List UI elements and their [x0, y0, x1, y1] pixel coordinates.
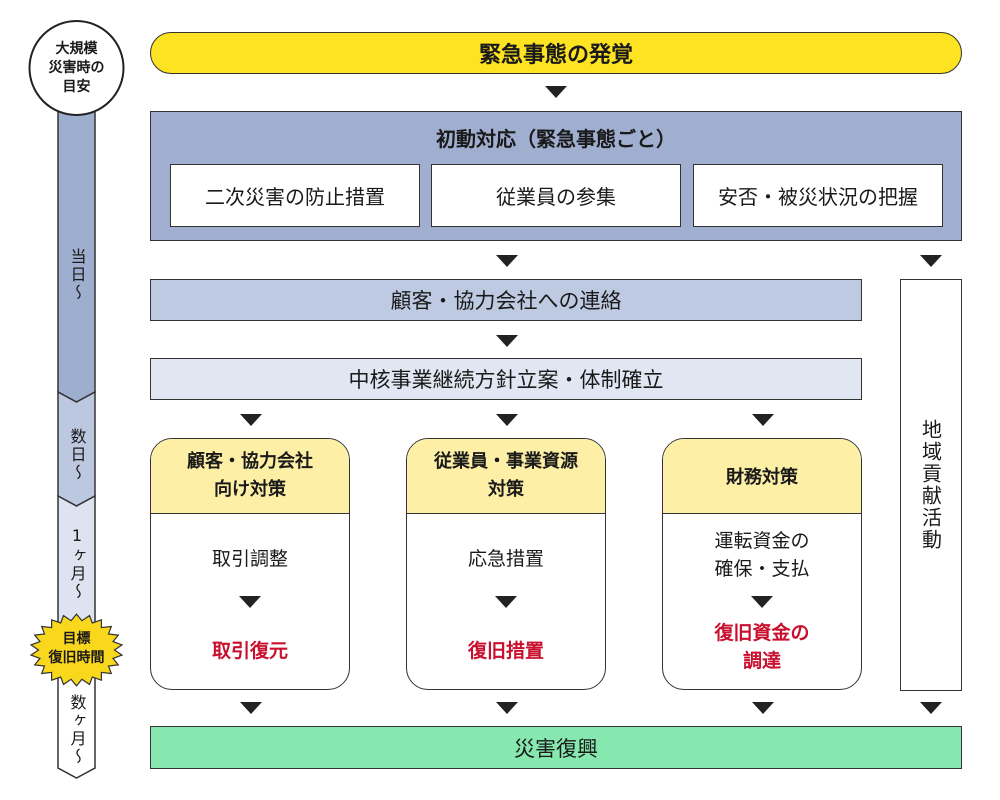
down-arrow-icon	[239, 596, 261, 608]
measure-result-line: 復旧資金の	[714, 622, 810, 644]
down-arrow-icon	[752, 414, 774, 426]
measure-card-staff-resources: 従業員・事業資源 対策 応急措置 復旧措置	[406, 438, 606, 690]
measure-card-title: 財務対策	[663, 439, 861, 514]
timeline-header-line: 大規模	[55, 40, 98, 57]
initial-item-safety-check: 安否・被災状況の把握	[693, 164, 943, 227]
measure-result: 取引復元	[211, 639, 288, 662]
timeline-header-circle	[28, 20, 125, 116]
timeline-stage-3-shape	[57, 494, 96, 641]
measure-step: 取引調整	[211, 547, 288, 570]
down-arrow-icon	[920, 255, 942, 267]
timeline-header: 大規模 災害時の 目安	[30, 30, 123, 106]
measure-step-line: 運転資金の	[714, 530, 810, 552]
measure-title-line: 顧客・協力会社	[187, 451, 313, 472]
measure-card-title: 顧客・協力会社 向け対策	[151, 439, 349, 514]
disaster-recovery-box: 災害復興	[150, 726, 962, 769]
down-arrow-icon	[496, 255, 518, 267]
timeline-stage-day: 当日～	[67, 248, 87, 302]
measure-step: 運転資金の 確保・支払	[663, 527, 861, 583]
measure-title-line: 向け対策	[214, 479, 286, 500]
measure-result-line: 調達	[742, 650, 781, 672]
timeline-header-line: 災害時の	[48, 59, 105, 76]
measure-result: 復旧措置	[467, 639, 544, 662]
measure-card-finance: 財務対策 運転資金の 確保・支払 復旧資金の 調達	[662, 438, 862, 690]
timeline-stage-month: 1ヶ月～	[67, 525, 87, 601]
measure-card-title: 従業員・事業資源 対策	[407, 439, 605, 514]
down-arrow-icon	[920, 702, 942, 714]
down-arrow-icon	[240, 414, 262, 426]
core-business-policy-box: 中核事業継続方針立案・体制確立	[150, 358, 862, 400]
measure-result: 復旧資金の 調達	[663, 619, 861, 675]
timeline-header-line: 目安	[62, 78, 91, 95]
measure-step-line: 確保・支払	[714, 558, 810, 580]
down-arrow-icon	[495, 596, 517, 608]
contact-partners-box: 顧客・協力会社への連絡	[150, 279, 862, 321]
down-arrow-icon	[545, 86, 567, 98]
target-recovery-badge: 目標 復旧時間	[30, 628, 123, 670]
badge-line: 目標	[62, 631, 91, 647]
target-recovery-badge-shape	[29, 613, 124, 687]
community-contribution-box: 地域貢献活動	[900, 279, 962, 691]
down-arrow-icon	[496, 335, 518, 347]
emergency-detected-box: 緊急事態の発覚	[150, 32, 962, 74]
down-arrow-icon	[752, 702, 774, 714]
down-arrow-icon	[496, 414, 518, 426]
measure-title-line: 従業員・事業資源	[434, 451, 578, 472]
timeline-stage-days: 数日～	[67, 428, 87, 482]
timeline-stage-months: 数ヶ月～	[67, 694, 87, 766]
measure-card-customers: 顧客・協力会社 向け対策 取引調整 取引復元	[150, 438, 350, 690]
down-arrow-icon	[240, 702, 262, 714]
initial-response-panel: 初動対応（緊急事態ごと） 二次災害の防止措置 従業員の参集 安否・被災状況の把握	[150, 111, 962, 241]
timeline-shaft	[28, 20, 125, 779]
initial-item-secondary-disaster: 二次災害の防止措置	[170, 164, 420, 227]
initial-response-title: 初動対応（緊急事態ごと）	[436, 126, 676, 151]
badge-line: 復旧時間	[48, 650, 105, 666]
down-arrow-icon	[751, 596, 773, 608]
initial-item-staff-assembly: 従業員の参集	[431, 164, 681, 227]
measure-title-line: 対策	[488, 479, 524, 500]
measure-step: 応急措置	[467, 547, 544, 570]
down-arrow-icon	[496, 702, 518, 714]
